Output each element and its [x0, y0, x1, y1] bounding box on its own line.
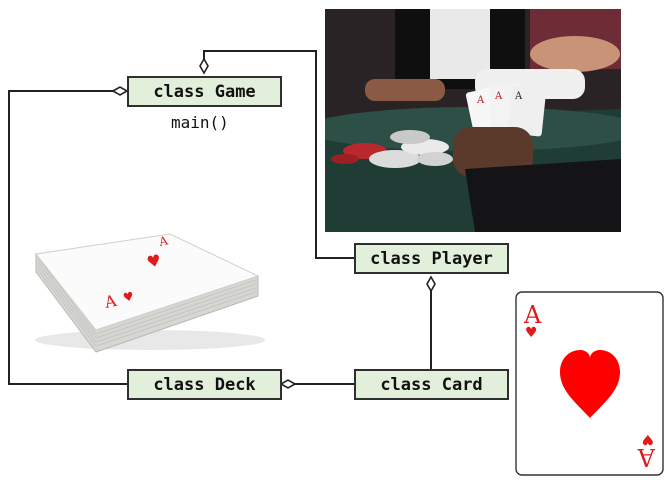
connector-game-deck — [8, 90, 128, 385]
ace-suit-top: ♥ — [525, 325, 538, 341]
svg-text:A: A — [476, 95, 485, 106]
diamond-game-left — [111, 86, 129, 96]
deck-card-suit-bottom: ♥ — [122, 289, 135, 305]
poker-table-photo: A A A — [325, 9, 621, 232]
connector-game-player — [203, 50, 355, 259]
connectors — [8, 50, 432, 385]
class-game-box: class Game — [127, 76, 282, 107]
class-card-box: class Card — [354, 369, 509, 400]
class-player-box: class Player — [354, 243, 509, 274]
ace-center-heart — [560, 350, 620, 418]
deck-card-heart-center: ♥ — [145, 250, 163, 272]
diamond-game-top — [199, 57, 209, 75]
diamond-deck-right — [279, 379, 297, 389]
ace-of-hearts-card: A ♥ A ♥ — [515, 291, 664, 476]
class-deck-box: class Deck — [127, 369, 282, 400]
ace-rank-top: A — [523, 301, 542, 329]
ace-rank-bottom: A — [637, 443, 656, 471]
svg-text:A: A — [514, 91, 523, 102]
card-deck-image: A ♥ A ♥ — [35, 233, 265, 353]
aggregation-diamonds — [111, 57, 436, 389]
game-method-main: main() — [171, 113, 229, 132]
deck-card-rank-bottom: A — [102, 291, 119, 312]
ace-suit-bottom: ♥ — [641, 431, 654, 447]
deck-card-rank-top: A — [157, 233, 170, 249]
diamond-player-bottom — [426, 275, 436, 293]
svg-text:A: A — [494, 91, 503, 102]
